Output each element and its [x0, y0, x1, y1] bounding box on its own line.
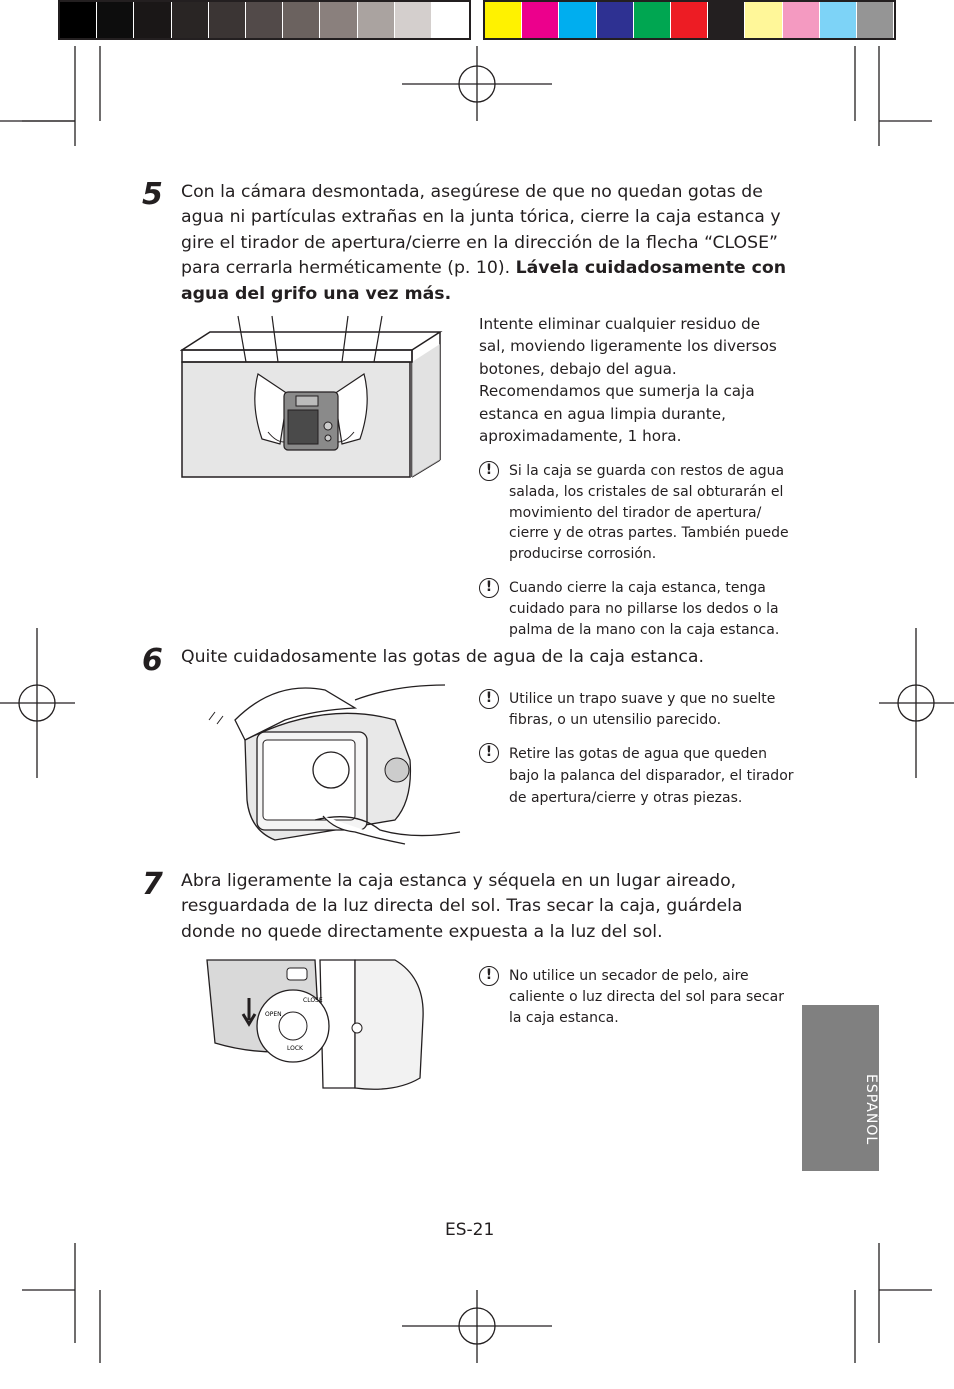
step-6-note-1: Utilice un trapo suave y que no suelte f…: [509, 691, 776, 728]
page-number: ES-21: [445, 1220, 495, 1240]
grayscale-swatch: [60, 2, 98, 38]
dial-label-open: OPEN: [265, 1011, 282, 1018]
grayscale-swatch: [134, 2, 172, 38]
step-5-instruction: Con la cámara desmontada, asegúrese de q…: [181, 180, 801, 307]
process-color-swatch: [633, 2, 671, 38]
process-color-swatch: [596, 2, 634, 38]
grayscale-swatch: [431, 2, 470, 38]
process-color-swatch: [559, 2, 597, 38]
process-color-swatch: [670, 2, 709, 38]
caution-icon: !: [479, 461, 499, 481]
process-color-swatch: [522, 2, 560, 38]
step-5-description: Intente eliminar cualquier residuo de sa…: [479, 315, 777, 446]
step-5-text: Con la cámara desmontada, asegúrese de q…: [181, 182, 781, 279]
dial-label-lock: LOCK: [287, 1045, 304, 1052]
caution-icon: !: [479, 578, 499, 598]
process-color-swatch: [819, 2, 857, 38]
drying-illustration: OPEN CLOSE LOCK: [206, 959, 424, 1090]
grayscale-swatch: [171, 2, 209, 38]
grayscale-swatch: [97, 2, 135, 38]
step-5-note-1: Si la caja se guarda con restos de agua …: [509, 463, 789, 563]
process-color-swatch: [856, 2, 895, 38]
grayscale-swatch: [283, 2, 321, 38]
wiping-illustration: [208, 684, 461, 845]
grayscale-swatch: [394, 2, 432, 38]
grayscale-swatch: [357, 2, 395, 38]
process-color-swatch: [708, 2, 746, 38]
step-6-number: 6: [142, 643, 163, 678]
process-color-swatch: [745, 2, 783, 38]
rinsing-illustration: [180, 315, 443, 478]
process-color-swatch: [782, 2, 820, 38]
grayscale-swatch: [320, 2, 358, 38]
grayscale-color-bar: [58, 0, 471, 40]
step-5-bold-text: Lávela cuidadosamente con agua del grifo…: [181, 258, 787, 304]
step-6-instruction: Quite cuidadosamente las gotas de agua d…: [181, 647, 705, 667]
step-6-note-2: Retire las gotas de agua que queden bajo…: [509, 746, 794, 806]
step-7-note-1: No utilice un secador de pelo, aire cali…: [509, 968, 784, 1026]
grayscale-swatch: [245, 2, 284, 38]
language-tab-label: ESPAÑOL: [863, 1074, 879, 1146]
step-5-number: 5: [142, 177, 163, 212]
process-color-swatch: [485, 2, 523, 38]
grayscale-swatch: [208, 2, 246, 38]
step-5-note-2: Cuando cierre la caja estanca, tenga cui…: [509, 580, 780, 638]
caution-icon: !: [479, 689, 499, 709]
language-tab: [802, 1005, 879, 1171]
step-7-instruction: Abra ligeramente la caja estanca y séque…: [181, 871, 743, 942]
caution-icon: !: [479, 966, 499, 986]
caution-icon: !: [479, 743, 499, 763]
step-7-number: 7: [142, 867, 163, 902]
dial-label-close: CLOSE: [303, 997, 323, 1004]
process-color-bar: [483, 0, 896, 40]
